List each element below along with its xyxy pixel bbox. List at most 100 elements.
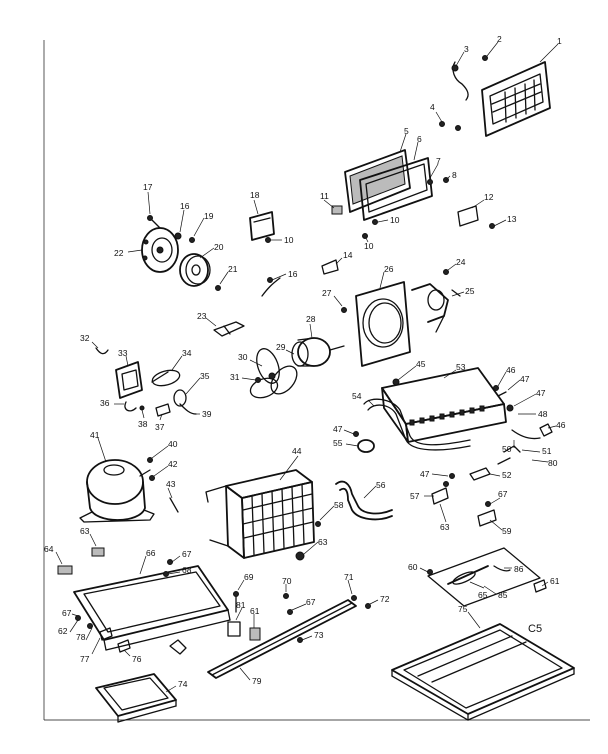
callout-label: 63	[440, 522, 450, 532]
callout-67c: 67	[489, 489, 508, 505]
callout-label: 6	[417, 134, 422, 144]
callout-71: 71	[344, 572, 354, 595]
callout-label: 41	[90, 430, 100, 440]
part-base-pan-66	[57, 547, 231, 655]
part-filter-frame-75	[391, 623, 575, 721]
callout-label: 23	[197, 311, 207, 321]
callout-label: 16	[180, 201, 190, 211]
callout-47b: 47	[513, 388, 546, 407]
callout-label: 72	[380, 594, 390, 604]
callout-label: 42	[168, 459, 178, 469]
callout-label: 67	[306, 597, 316, 607]
callout-53: 53	[443, 362, 466, 379]
callout-label: 73	[314, 630, 324, 640]
part-rail-79	[207, 595, 371, 679]
callout-60: 60	[408, 562, 429, 573]
callout-label: 37	[155, 422, 165, 432]
callout-label: 54	[352, 391, 362, 401]
callout-68: 68	[167, 565, 192, 575]
callout-73: 73	[301, 630, 324, 641]
callout-label: 47	[536, 388, 546, 398]
callout-label: 71	[344, 572, 354, 582]
callout-42: 42	[153, 459, 178, 477]
callout-label: 31	[230, 372, 240, 382]
callout-80: 80	[531, 458, 558, 468]
callout-17: 17	[143, 182, 153, 215]
callout-11: 11	[320, 191, 335, 209]
callout-52: 52	[489, 470, 512, 480]
callout-24: 24	[447, 257, 466, 271]
callout-30: 30	[238, 352, 263, 367]
callout-label: 24	[456, 257, 466, 267]
callout-label: 4	[430, 102, 435, 112]
callout-label: 61	[550, 576, 560, 586]
callout-47c: 47	[333, 424, 355, 435]
callout-label: 5	[404, 126, 409, 136]
callout-14: 14	[335, 250, 353, 265]
callout-label: 65	[478, 590, 488, 600]
callout-63c: 63	[80, 526, 97, 547]
callout-25: 25	[451, 286, 475, 297]
callout-21: 21	[219, 264, 238, 285]
callout-label: 56	[376, 480, 386, 490]
callout-label: 21	[228, 264, 238, 274]
callout-59: 59	[489, 519, 512, 536]
callout-41: 41	[90, 430, 107, 463]
callout-label: 70	[282, 576, 292, 586]
callout-label: 53	[456, 362, 466, 372]
callout-label: 14	[343, 250, 353, 260]
callout-label: 79	[252, 676, 262, 686]
callout-2: 2	[486, 34, 502, 57]
callout-label: 67	[182, 549, 192, 559]
callout-label: 63	[80, 526, 90, 536]
part-fittings-57-58	[431, 481, 497, 527]
callout-label: 46	[556, 420, 566, 430]
callout-43: 43	[166, 479, 176, 499]
callout-18: 18	[250, 190, 260, 215]
part-grille-panel	[481, 61, 551, 137]
callout-label: 10	[390, 215, 400, 225]
part-small-plate	[457, 205, 495, 229]
callout-66: 66	[139, 548, 156, 575]
callout-51: 51	[521, 446, 552, 456]
callout-label: 76	[132, 654, 142, 664]
callout-label: 48	[538, 409, 548, 419]
callout-10c: 10	[270, 235, 294, 245]
callout-61a: 61	[250, 606, 260, 628]
part-wheel-20	[179, 253, 221, 291]
drawing-code: C5	[528, 623, 542, 635]
callout-label: 44	[292, 446, 302, 456]
callout-label: 81	[236, 600, 246, 610]
callout-86: 86	[504, 564, 524, 574]
callout-75: 75	[458, 604, 481, 629]
callout-16b: 16	[179, 201, 190, 233]
part-bracket-18	[249, 211, 275, 243]
callout-6: 6	[413, 134, 422, 161]
callout-26: 26	[379, 264, 394, 289]
callout-45: 45	[397, 359, 426, 381]
callout-40: 40	[151, 439, 178, 459]
part-shroud-26	[341, 281, 411, 367]
callout-label: 74	[178, 679, 188, 689]
callout-label: 26	[384, 264, 394, 274]
part-small-base-parts	[75, 615, 131, 653]
callout-65: 65	[469, 581, 488, 600]
callout-label: 18	[250, 190, 260, 200]
callout-77: 77	[80, 637, 101, 664]
part-cover-plates	[344, 149, 449, 221]
callout-label: 35	[200, 371, 210, 381]
part-fan-blade-30	[249, 348, 298, 399]
callout-label: 27	[322, 288, 332, 298]
callout-85: 85	[483, 585, 508, 600]
callout-label: 11	[320, 191, 329, 201]
callout-19: 19	[193, 211, 214, 237]
callout-5: 5	[399, 126, 409, 153]
part-motor-28	[291, 337, 345, 367]
callout-label: 32	[80, 333, 90, 343]
callout-63a: 63	[303, 537, 328, 555]
part-heater-85	[427, 547, 547, 607]
callout-12: 12	[471, 192, 494, 209]
callout-64: 64	[44, 544, 63, 565]
